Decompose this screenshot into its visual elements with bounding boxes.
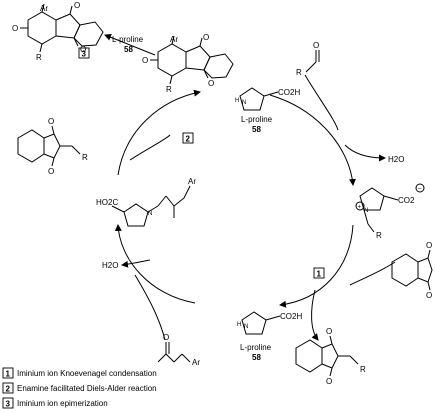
r-label: R [296, 68, 302, 77]
co2-label: CO2 [398, 196, 415, 205]
proline-label: L-proline [112, 35, 144, 44]
enone-structure: O Ar [157, 333, 200, 367]
o-label: O [203, 33, 209, 42]
dienamine-structure: N HO2C Ar [96, 177, 196, 227]
r-label: R [166, 85, 172, 94]
water-label-right: H2O [388, 155, 404, 164]
legend-text-1: Iminium ion Knoevenagel condensation [17, 369, 157, 378]
o-label: O [326, 377, 332, 386]
n-label: N [242, 100, 246, 106]
compound-number: 58 [124, 45, 133, 54]
water-label-left: H2O [102, 261, 118, 270]
iminium-structure: + N CO2 – R [355, 183, 425, 240]
svg-text:–: – [418, 187, 422, 193]
ho2c-label: HO2C [96, 198, 118, 207]
legend-box-1 [2, 367, 14, 379]
step3-label: 3 [82, 50, 87, 59]
legend: 1 Iminium ion Knoevenagel condensation 2… [2, 367, 157, 409]
da-product-structure: Ar O O O R [142, 33, 234, 94]
proline-bottom-structure: N H CO2H L-proline 58 [237, 311, 302, 362]
compound-number: 58 [252, 125, 261, 134]
o-label: O [208, 79, 214, 88]
legend-num-3: 3 [6, 400, 11, 409]
o-label: O [48, 117, 54, 126]
ar-label: Ar [192, 358, 200, 367]
o-label: O [326, 327, 332, 336]
aldehyde-structure: R O [296, 41, 320, 77]
o-label: O [313, 41, 319, 50]
final-product-structure: Ar O O O R L-proline 58 [12, 1, 144, 62]
legend-num-1: 1 [6, 370, 11, 379]
n-label: N [148, 211, 152, 217]
step3-box [78, 47, 90, 59]
proline-label: L-proline [241, 115, 273, 124]
alkylidene-indandione-bottom: O O R [295, 327, 366, 386]
r-label: R [82, 153, 88, 162]
proline-top-structure: N H CO2H L-proline 58 [235, 87, 300, 134]
o-label: O [426, 291, 432, 300]
step2-box [182, 132, 194, 144]
o-label: O [74, 1, 80, 10]
co2h-label: CO2H [278, 88, 300, 97]
legend-num-2: 2 [6, 385, 11, 394]
side-arrows [104, 33, 396, 341]
r-label: R [376, 231, 382, 240]
step2-label: 2 [186, 135, 191, 144]
o-label: O [142, 56, 148, 65]
legend-text-3: Iminium ion epimerization [17, 399, 108, 408]
step1-label: 1 [317, 270, 322, 279]
step-boxes: 3 2 1 [78, 47, 325, 279]
step1-box [313, 267, 325, 279]
o-label: O [163, 333, 169, 342]
o-label: O [12, 24, 18, 33]
compound-number: 58 [252, 353, 261, 362]
indandione-structure: O O [391, 241, 433, 300]
legend-text-2: Enamine facilitated Diels-Alder reaction [17, 384, 157, 393]
ar-label: Ar [188, 177, 196, 186]
legend-box-2 [2, 382, 14, 394]
o-label: O [80, 45, 86, 54]
cycle-arrows [114, 89, 356, 308]
r-label: R [360, 365, 366, 374]
legend-box-3 [2, 397, 14, 409]
proline-label: L-proline [240, 343, 272, 352]
n-label: N [364, 208, 368, 214]
o-label: O [48, 167, 54, 176]
alkylidene-indandione-left: O O R [17, 117, 88, 176]
h-label: H [237, 322, 241, 328]
r-label: R [36, 53, 42, 62]
o-label: O [426, 241, 432, 250]
ar-label: Ar [170, 35, 178, 44]
svg-text:+: + [358, 205, 362, 211]
ar-label: Ar [40, 4, 48, 13]
h-label: H [235, 98, 239, 104]
n-label: N [244, 324, 248, 330]
co2h-label: CO2H [280, 312, 302, 321]
